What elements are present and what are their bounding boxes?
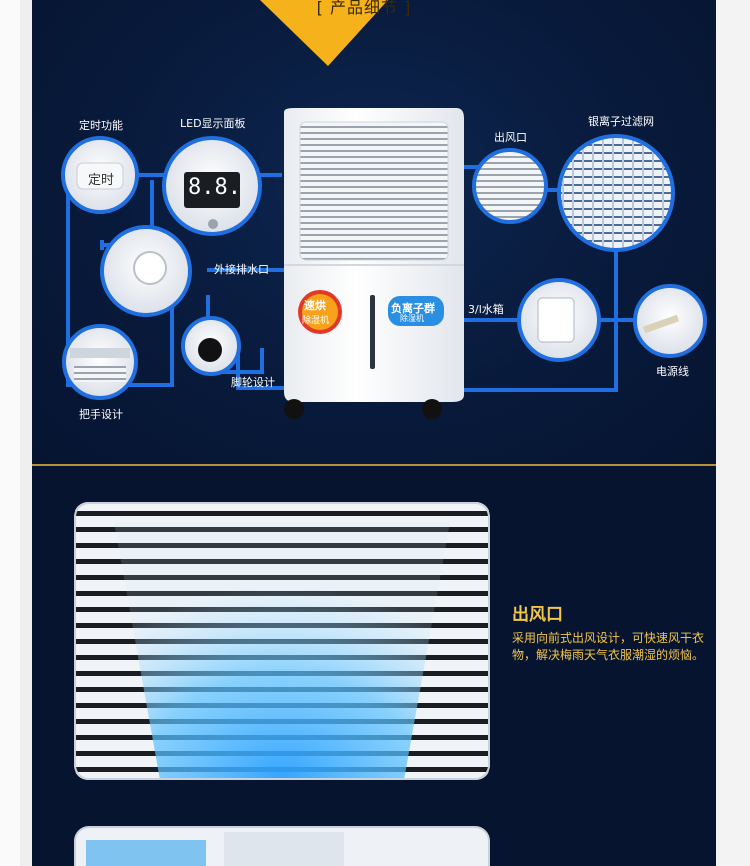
detail-circle-tank bbox=[517, 278, 601, 362]
left-margin bbox=[0, 0, 20, 866]
label-timer: 定时功能 bbox=[79, 119, 123, 132]
badge-anion bbox=[388, 296, 444, 326]
product-diagram bbox=[61, 108, 707, 419]
label-tank: 3/l水箱 bbox=[468, 303, 504, 316]
led-digits: 8.8. bbox=[188, 175, 241, 200]
content-panel: [ 产品细节 ] bbox=[32, 0, 716, 866]
section-heading: [ 产品细节 ] bbox=[316, 0, 412, 17]
dehumidifier bbox=[284, 108, 464, 419]
air-outlet-photo bbox=[74, 502, 490, 780]
feature-title: 出风口 bbox=[512, 605, 563, 625]
tank-photo bbox=[74, 826, 490, 866]
label-silver-filter: 银离子过滤网 bbox=[588, 115, 654, 128]
badge-right-line2: 除湿机 bbox=[400, 314, 424, 323]
label-led-panel: LED显示面板 bbox=[180, 117, 246, 130]
detail-circle-timer bbox=[61, 136, 139, 214]
feature-description: 采用向前式出风设计，可快速风干衣物，解决梅雨天气衣服潮湿的烦恼。 bbox=[512, 631, 705, 662]
right-margin bbox=[716, 0, 750, 866]
timer-button-text: 定时 bbox=[88, 173, 115, 188]
label-external-drain: 外接排水口 bbox=[214, 263, 269, 276]
detail-circle-handle bbox=[62, 324, 138, 400]
detail-circle-silver-filter bbox=[557, 134, 675, 252]
heading-arrow bbox=[260, 0, 388, 66]
badge-right-line1: 负离子群 bbox=[391, 302, 435, 315]
detail-circle-air-outlet bbox=[472, 148, 548, 224]
label-handle: 把手设计 bbox=[79, 408, 123, 421]
detail-circle-led-panel bbox=[162, 136, 262, 236]
badge-left-line1: 速烘 bbox=[304, 299, 326, 312]
detail-circle-caster bbox=[181, 316, 241, 376]
section-divider bbox=[32, 464, 716, 466]
left-margin-strip bbox=[20, 0, 32, 866]
badge-left-line2: 除湿机 bbox=[302, 316, 330, 326]
badge-fast-dry bbox=[298, 290, 342, 334]
label-air-outlet: 出风口 bbox=[494, 131, 527, 144]
label-power-cord: 电源线 bbox=[656, 365, 689, 378]
detail-circle-power-cord bbox=[633, 284, 707, 358]
detail-circle-drain bbox=[100, 225, 192, 317]
label-caster: 脚轮设计 bbox=[231, 376, 275, 389]
